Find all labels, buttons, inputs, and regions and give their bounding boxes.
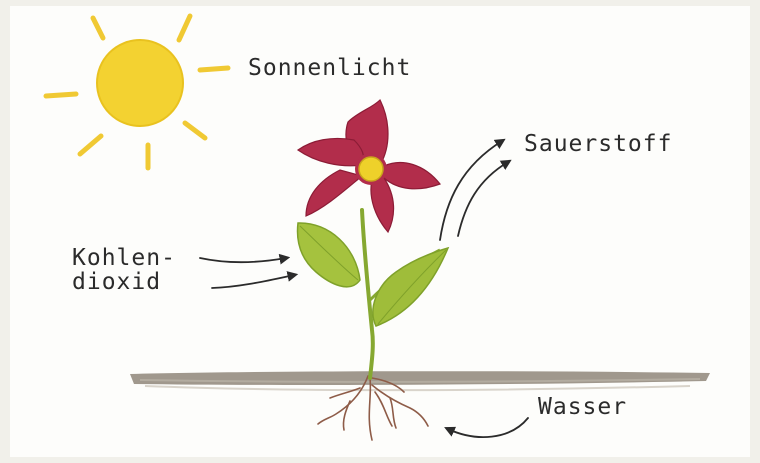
co2-label-line1: Kohlen- xyxy=(72,246,176,270)
water-label: Wasser xyxy=(538,395,627,419)
flower xyxy=(298,100,440,232)
oxygen-label: Sauerstoff xyxy=(524,132,672,156)
sun-icon xyxy=(46,16,228,168)
water-arrow xyxy=(448,418,528,437)
sunlight-label: Sonnenlicht xyxy=(248,56,411,80)
roots xyxy=(318,376,428,440)
co2-label-line2: dioxid xyxy=(72,270,161,294)
oxygen-arrows xyxy=(440,141,508,240)
soil xyxy=(130,371,710,390)
leaf-left xyxy=(298,223,360,287)
co2-arrows xyxy=(200,258,294,288)
leaf-right xyxy=(373,248,448,326)
